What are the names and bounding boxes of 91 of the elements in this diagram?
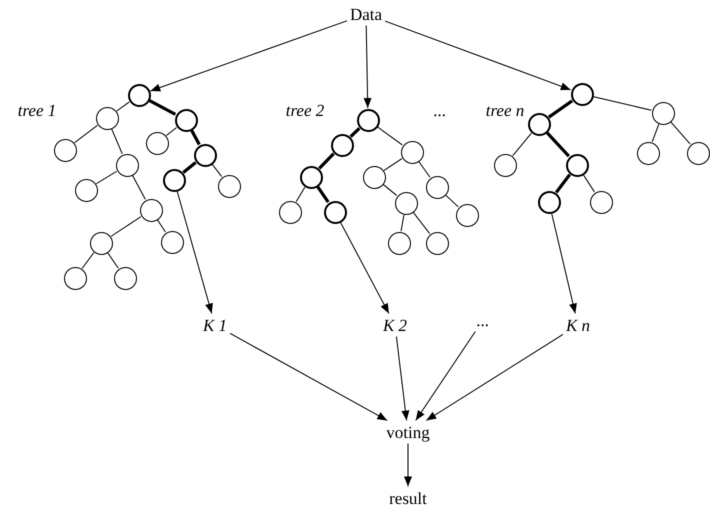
- tree-label: tree 2: [286, 102, 324, 118]
- tree-node-circle: [54, 138, 76, 162]
- tree-branch-line: [296, 186, 306, 202]
- tree-branch-line: [318, 152, 335, 170]
- tree-branch-line: [350, 127, 360, 138]
- tree-node-circle: [162, 168, 186, 192]
- tree-branch-line: [110, 216, 142, 237]
- arrow: [340, 222, 390, 314]
- tree-label: tree 1: [18, 102, 56, 118]
- arrow: [404, 443, 412, 487]
- tree-node-circle: [146, 132, 168, 154]
- tree-node-circle: [96, 106, 118, 130]
- tree-node-circle: [528, 112, 550, 136]
- tree-branch-line: [445, 194, 459, 208]
- tree-node-circle: [300, 166, 322, 188]
- tree-node-circle: [362, 166, 386, 188]
- tree-branch-line: [132, 175, 146, 200]
- tree-label: ...: [434, 102, 446, 118]
- tree-node-circle: [330, 134, 354, 156]
- tree-branch-line: [652, 124, 660, 142]
- arrow: [551, 213, 577, 314]
- tree-branch-line: [212, 164, 222, 177]
- text-label: Data: [350, 6, 382, 22]
- text-label: voting: [386, 424, 430, 440]
- tree-node-circle: [494, 154, 516, 176]
- tree-label: tree n: [486, 102, 524, 118]
- tree-branch-line: [382, 184, 398, 196]
- arrow: [396, 336, 410, 421]
- tree-node-circle: [218, 174, 240, 198]
- arrow: [230, 332, 388, 421]
- tree-branch-line: [111, 128, 123, 154]
- tree-branch-line: [384, 158, 402, 171]
- tree-node-circle: [356, 108, 380, 132]
- tree-branch-line: [190, 130, 201, 146]
- tree-node-circle: [194, 144, 216, 166]
- tree-branch-line: [82, 252, 94, 269]
- tree-branch-line: [593, 96, 652, 111]
- tree-branch-line: [157, 220, 166, 232]
- tree-node-circle: [128, 84, 150, 106]
- tree-branch-line: [670, 122, 691, 144]
- result-label: K 1: [202, 316, 228, 334]
- tree-node-circle: [160, 230, 184, 254]
- tree-branch-line: [96, 170, 118, 184]
- tree-branch-line: [377, 126, 403, 146]
- arrow: [415, 331, 476, 421]
- tree-branch-line: [400, 214, 404, 232]
- tree-node-circle: [388, 232, 410, 254]
- arrow: [150, 20, 348, 92]
- tree-branch-line: [548, 100, 574, 118]
- tree-node-circle: [590, 190, 612, 214]
- tree-node-circle: [686, 142, 710, 164]
- tree-node-circle: [324, 200, 346, 224]
- tree-branch-line: [512, 132, 532, 156]
- tree-branch-line: [166, 126, 178, 136]
- tree-branch-line: [316, 186, 330, 204]
- tree-node-circle: [140, 198, 162, 222]
- arrow: [176, 191, 213, 314]
- tree-node-circle: [426, 176, 448, 198]
- tree-node-circle: [278, 200, 302, 224]
- tree-branch-line: [116, 102, 130, 112]
- tree-branch-line: [107, 252, 119, 269]
- result-label: K 2: [382, 316, 408, 334]
- tree-node-circle: [394, 192, 418, 214]
- tree-node-circle: [174, 108, 198, 132]
- tree-node-circle: [64, 266, 86, 290]
- tree-node-circle: [538, 190, 560, 214]
- tree-branch-line: [412, 212, 430, 234]
- tree-node-circle: [652, 102, 674, 124]
- tree-branch-line: [554, 174, 572, 194]
- tree-branch-line: [182, 161, 197, 174]
- tree-node-circle: [636, 142, 660, 164]
- tree-node-circle: [426, 232, 448, 254]
- arrow: [426, 334, 564, 421]
- tree-node-circle: [90, 232, 112, 254]
- tree-node-circle: [114, 266, 136, 290]
- tree-node-circle: [116, 154, 138, 176]
- tree-branch-line: [74, 124, 98, 144]
- tree-node-circle: [456, 204, 478, 226]
- tree-branch-line: [546, 132, 570, 158]
- tree-branch-line: [418, 161, 431, 178]
- arrow: [384, 20, 572, 90]
- tree-node-circle: [566, 154, 588, 176]
- result-label: ...: [476, 312, 490, 328]
- tree-node-circle: [570, 82, 594, 106]
- result-label: K n: [566, 316, 590, 334]
- text-label: result: [389, 490, 427, 506]
- tree-node-circle: [74, 178, 98, 202]
- tree-branch-line: [583, 174, 595, 192]
- tree-node-circle: [400, 140, 424, 164]
- tree-branch-line: [148, 99, 176, 116]
- arrow: [364, 25, 372, 108]
